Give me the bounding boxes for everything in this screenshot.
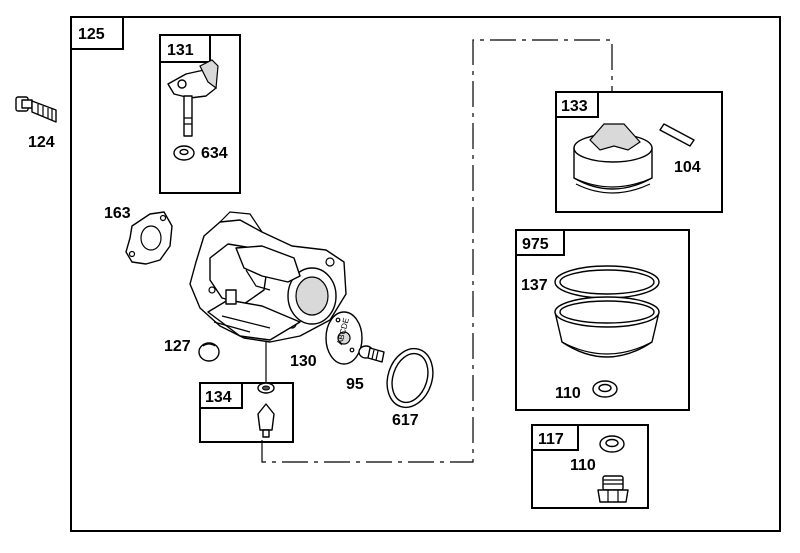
- label-95: 95: [346, 376, 364, 393]
- group-131-label: 131: [167, 42, 194, 59]
- group-133: 133 104: [555, 91, 723, 213]
- washer-634: [173, 145, 195, 161]
- oring-617: 617: [386, 347, 434, 429]
- label-617: 617: [392, 412, 419, 429]
- label-110-bolt: 110: [570, 457, 596, 474]
- bowl-bolt: [597, 475, 629, 503]
- group-133-label: 133: [561, 98, 588, 115]
- label-137: 137: [521, 277, 548, 294]
- group-134: 134: [199, 382, 294, 443]
- plug-127: 127: [164, 338, 220, 362]
- group-975-label: 975: [522, 236, 549, 253]
- assembly-125-label: 125: [78, 26, 105, 43]
- label-163: 163: [104, 205, 131, 222]
- group-134-label: 134: [205, 389, 232, 406]
- pin-104: 104: [659, 123, 701, 176]
- washer-110-bolt: [599, 435, 625, 453]
- bolt-124: 124: [15, 96, 57, 151]
- choke-shaft-part: [167, 59, 219, 137]
- float-bowl: [554, 265, 660, 358]
- label-110-bowl: 110: [555, 385, 581, 402]
- carburetor-body: [189, 211, 347, 343]
- group-975: 975 137 110: [515, 229, 690, 411]
- float-part: [573, 123, 653, 194]
- group-117-label: 117: [538, 431, 564, 448]
- assembly-125-frame: 125: [70, 16, 781, 532]
- inlet-needle: [257, 382, 275, 438]
- gasket-163: 163: [104, 205, 173, 265]
- washer-110-bowl: [592, 380, 618, 398]
- label-104: 104: [674, 159, 701, 176]
- plate-130: ABCDE 130: [290, 311, 363, 370]
- label-124: 124: [28, 134, 55, 151]
- connector-line: [261, 39, 613, 463]
- group-131: 131 634: [159, 34, 241, 194]
- label-127: 127: [164, 338, 191, 355]
- group-117: 117 110: [531, 424, 649, 509]
- screw-95: 95: [346, 345, 385, 393]
- label-130: 130: [290, 353, 317, 370]
- label-634: 634: [201, 145, 228, 162]
